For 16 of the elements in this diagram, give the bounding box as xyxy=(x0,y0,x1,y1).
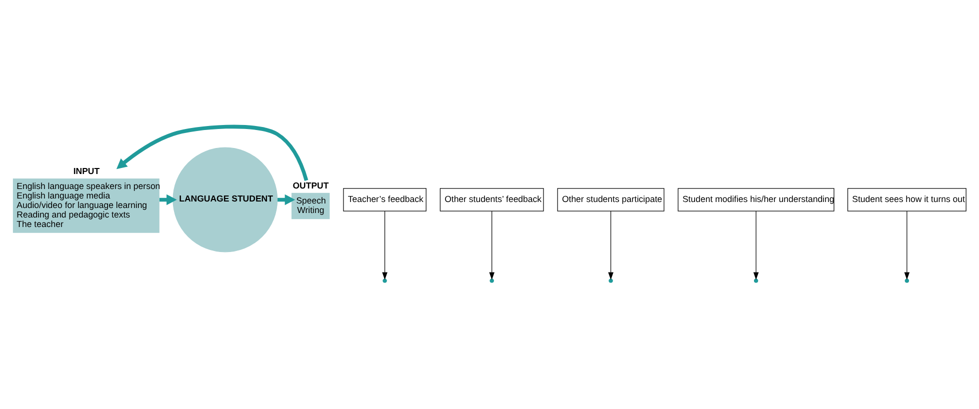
node-box: Speech Writing xyxy=(292,192,330,220)
arrow xyxy=(278,194,296,206)
arrow xyxy=(116,124,308,181)
node-circle: LANGUAGE STUDENT xyxy=(172,147,278,252)
node-box: English language speakers in person English language media Audio/video for language learning Reading and pedagogic texts The teacher xyxy=(12,178,160,233)
node-box: Other students’ feedback xyxy=(440,188,544,212)
node-box: Student sees how it turns out xyxy=(847,188,966,212)
node-box: Teacher’s feedback xyxy=(343,188,426,212)
arrow xyxy=(904,210,910,280)
arrow xyxy=(753,210,759,280)
arrow xyxy=(489,210,494,280)
node-label: INPUT xyxy=(73,166,100,176)
node-box: Other students participate xyxy=(557,188,664,212)
node-label: OUTPUT xyxy=(292,180,329,191)
arrow xyxy=(608,210,614,280)
arrow xyxy=(382,210,388,280)
